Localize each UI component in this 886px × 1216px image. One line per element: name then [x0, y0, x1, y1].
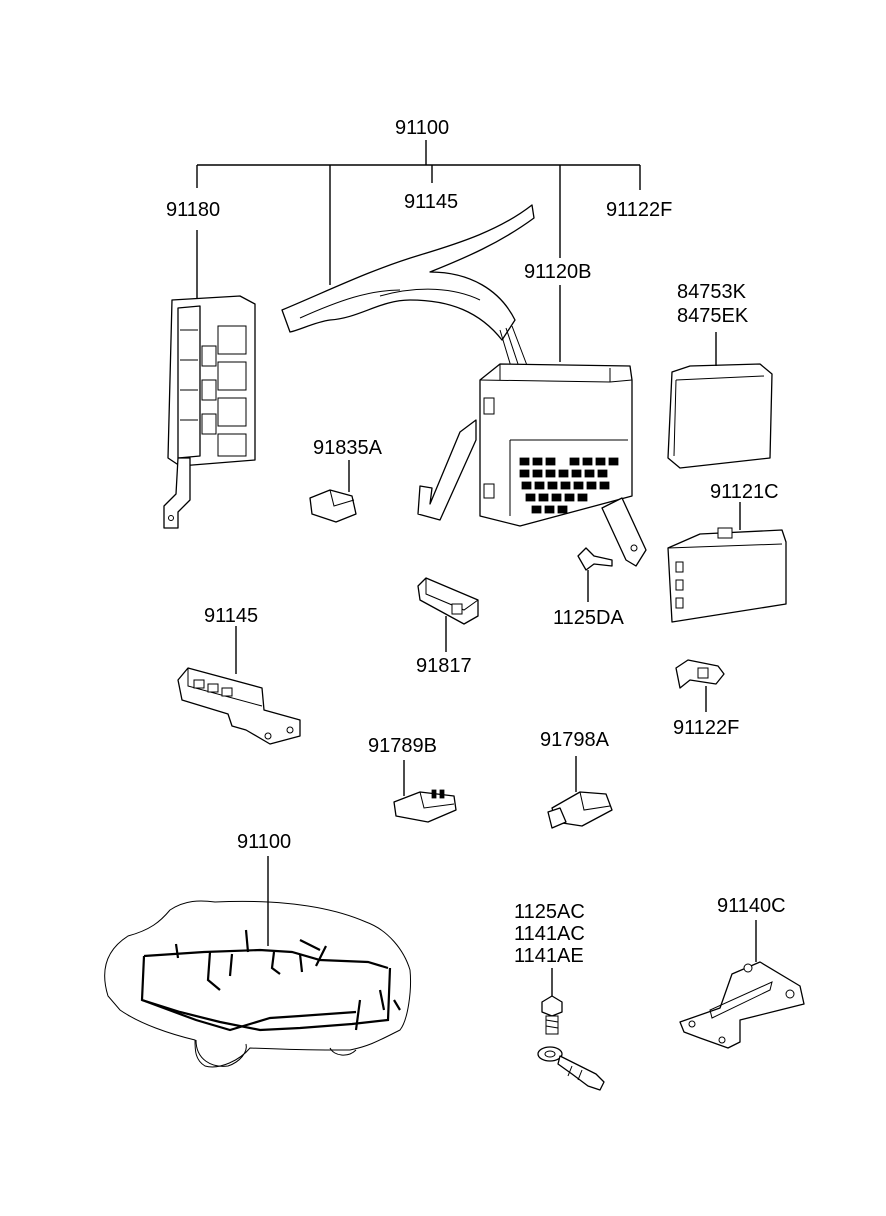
label-bolt-small: 1125DA: [553, 607, 624, 629]
label-connector-mid: 91145: [204, 605, 258, 627]
label-bracket: 91140C: [717, 895, 786, 917]
label-relay-bottom: 91122F: [673, 717, 739, 739]
junction-box: [417, 363, 647, 567]
label-relay-top: 91122F: [606, 199, 672, 221]
wire-harness-bundle: [281, 204, 535, 371]
label-relay-a: 91798A: [540, 729, 610, 751]
label-fuse: 91835A: [313, 437, 383, 459]
bolt-ring-terminal: [537, 968, 605, 1091]
label-top-harness: 91100: [395, 117, 449, 139]
relay-small: [675, 659, 725, 712]
relay-b: [393, 760, 457, 823]
label-clip: 91817: [416, 655, 472, 677]
label-bolt-code-3: 1141AE: [514, 945, 584, 967]
junction-cover: [667, 332, 773, 469]
label-bolt-code-2: 1141AC: [514, 923, 585, 945]
leader-tree-top: [196, 140, 641, 362]
label-relay-b: 91789B: [368, 735, 437, 757]
blade-fuse: [309, 460, 357, 523]
label-harness-connector-top: 91145: [404, 191, 458, 213]
harness-connector: [177, 626, 301, 745]
label-module: 91121C: [710, 481, 779, 503]
label-fuse-box-main: 91180: [166, 199, 220, 221]
label-cover-code-2: 8475EK: [677, 305, 749, 327]
small-bolt: [577, 547, 613, 602]
connector-clip: [417, 577, 479, 652]
control-module: [667, 502, 787, 623]
label-cover-code-1: 84753K: [677, 281, 747, 303]
fuse-box-main: [163, 295, 256, 529]
car-body-harness: [104, 856, 411, 1068]
label-bolt-code-1: 1125AC: [514, 901, 585, 923]
mounting-bracket: [679, 920, 805, 1049]
relay-a: [547, 756, 613, 829]
junction-fuse-grid: [519, 457, 619, 514]
label-junction-box: 91120B: [524, 261, 591, 283]
label-body-harness: 91100: [237, 831, 291, 853]
